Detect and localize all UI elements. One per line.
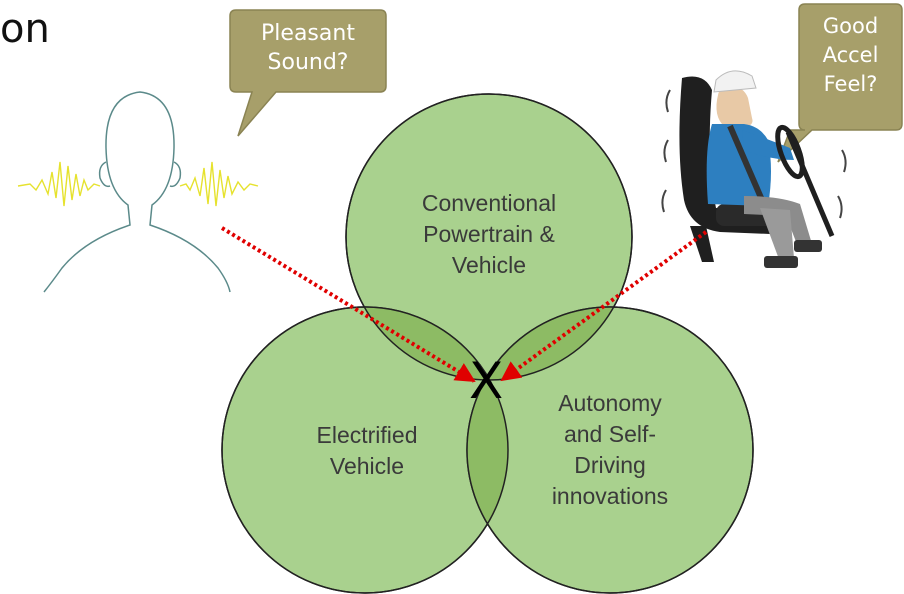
venn-label-line: Vehicle [451, 252, 527, 279]
arrows [220, 226, 708, 383]
venn-diagram [221, 93, 754, 594]
seated-driver-icon [661, 70, 847, 268]
speech-bubble-accel-text: Good Accel Feel? [801, 12, 900, 98]
speech-bubble-sound-text: Pleasant Sound? [232, 20, 384, 77]
venn-label-line: Electrified [316, 422, 418, 448]
venn-label-line: Powertrain & [423, 221, 555, 248]
venn-label-line: Vehicle [329, 453, 405, 480]
venn-label-line: innovations [551, 483, 669, 510]
sound-wave-icon [17, 161, 259, 207]
bubble-accel-line: Accel [822, 42, 879, 67]
venn-label-line: Conventional [421, 190, 557, 216]
bubble-sound-line: Pleasant [261, 21, 355, 46]
bubble-accel-line: Feel? [823, 71, 878, 96]
bubble-accel-line: Good [822, 14, 879, 38]
arrow-from-driver [500, 230, 708, 382]
venn-label-electrified: Electrified Vehicle [282, 420, 452, 482]
venn-label-conventional: Conventional Powertrain & Vehicle [385, 188, 593, 281]
bubble-sound-line: Sound? [267, 49, 349, 75]
speech-bubble-sound [229, 9, 387, 137]
venn-label-autonomy: Autonomy and Self- Driving innovations [520, 388, 700, 512]
arrow-from-listener [220, 226, 476, 383]
venn-label-line: and Self- [563, 421, 657, 448]
listener-head-icon [43, 91, 231, 293]
intersection-mark: X [469, 352, 504, 410]
venn-label-line: Driving [574, 452, 646, 479]
partial-title-text: on [0, 6, 50, 52]
venn-label-line: Autonomy [558, 390, 662, 416]
